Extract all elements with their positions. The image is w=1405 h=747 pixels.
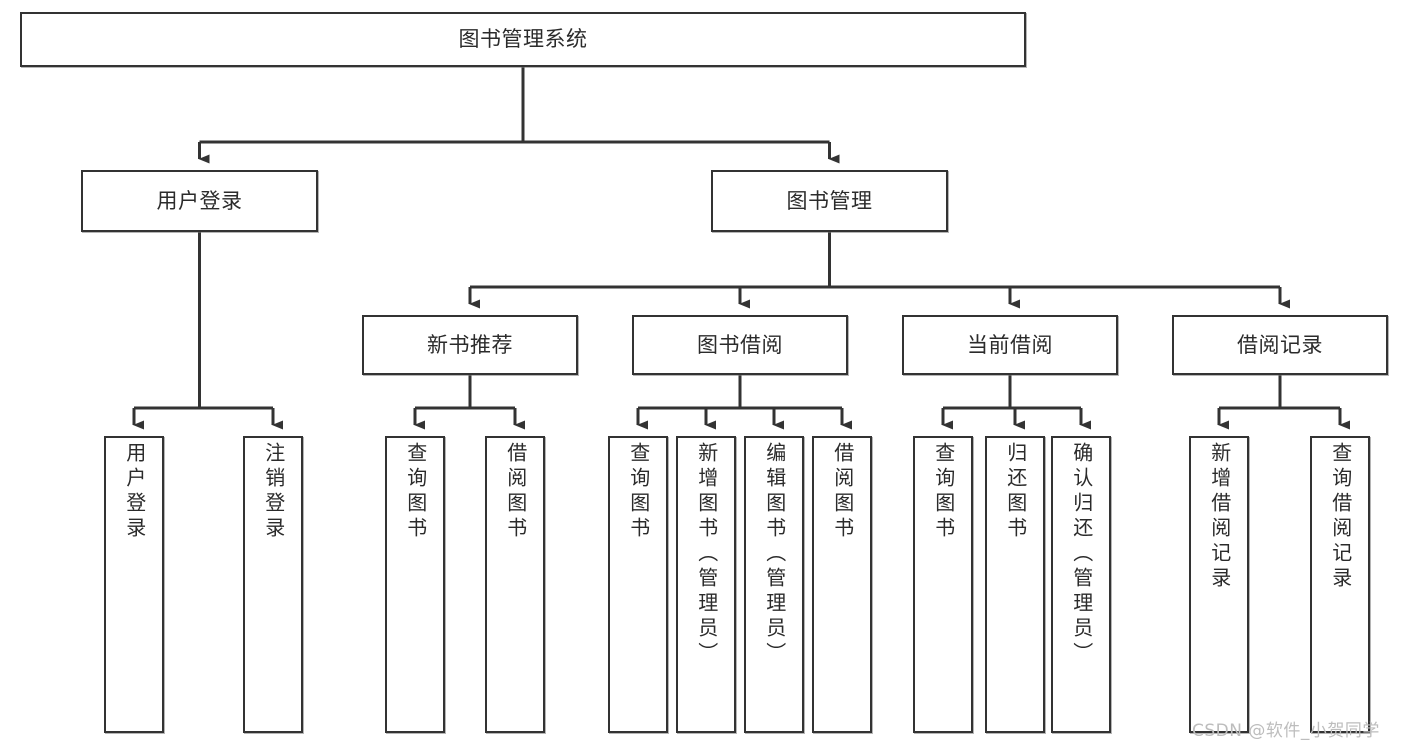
node-label: 归还图书	[1003, 442, 1028, 542]
node-label: 编辑图书（管理员）	[762, 442, 787, 667]
node-book-borrow[interactable]: 图书借阅	[632, 315, 848, 375]
leaf-leaf-query-book-1[interactable]: 查询图书	[385, 436, 445, 733]
node-root[interactable]: 图书管理系统	[20, 12, 1026, 67]
leaf-leaf-borrow-book-1[interactable]: 借阅图书	[485, 436, 545, 733]
node-label: 当前借阅	[967, 332, 1053, 357]
node-user-login[interactable]: 用户登录	[81, 170, 318, 232]
leaf-leaf-user-login[interactable]: 用户登录	[104, 436, 164, 733]
node-label: 借阅图书	[503, 442, 528, 542]
leaf-leaf-add-book[interactable]: 新增图书（管理员）	[676, 436, 736, 733]
node-label: 图书管理系统	[458, 27, 588, 52]
node-label: 注销登录	[261, 442, 286, 542]
node-label: 图书借阅	[697, 332, 783, 357]
node-label: 借阅图书	[830, 442, 855, 542]
node-label: 图书管理	[786, 188, 873, 213]
leaf-leaf-query-book-2[interactable]: 查询图书	[608, 436, 668, 733]
leaf-leaf-query-record[interactable]: 查询借阅记录	[1310, 436, 1370, 733]
leaf-leaf-query-book-3[interactable]: 查询图书	[913, 436, 973, 733]
node-label: 新书推荐	[427, 332, 513, 357]
node-label: 查询图书	[931, 442, 956, 542]
leaf-leaf-borrow-book-2[interactable]: 借阅图书	[812, 436, 872, 733]
node-label: 确认归还（管理员）	[1069, 442, 1094, 667]
node-new-book-recommend[interactable]: 新书推荐	[362, 315, 578, 375]
leaf-leaf-confirm-return[interactable]: 确认归还（管理员）	[1051, 436, 1111, 733]
leaf-leaf-edit-book[interactable]: 编辑图书（管理员）	[744, 436, 804, 733]
leaf-leaf-return-book[interactable]: 归还图书	[985, 436, 1045, 733]
node-current-borrow[interactable]: 当前借阅	[902, 315, 1118, 375]
watermark-text: CSDN @软件_小贺同学	[1192, 721, 1380, 741]
node-borrow-record[interactable]: 借阅记录	[1172, 315, 1388, 375]
node-label: 借阅记录	[1237, 332, 1323, 357]
node-label: 新增图书（管理员）	[694, 442, 719, 667]
leaf-leaf-user-logout[interactable]: 注销登录	[243, 436, 303, 733]
node-label: 新增借阅记录	[1207, 442, 1232, 592]
leaf-leaf-add-record[interactable]: 新增借阅记录	[1189, 436, 1249, 733]
node-book-manage[interactable]: 图书管理	[711, 170, 948, 232]
node-label: 查询借阅记录	[1328, 442, 1353, 592]
node-label: 用户登录	[122, 442, 147, 542]
node-label: 查询图书	[403, 442, 428, 542]
node-label: 用户登录	[156, 188, 243, 213]
node-label: 查询图书	[626, 442, 651, 542]
